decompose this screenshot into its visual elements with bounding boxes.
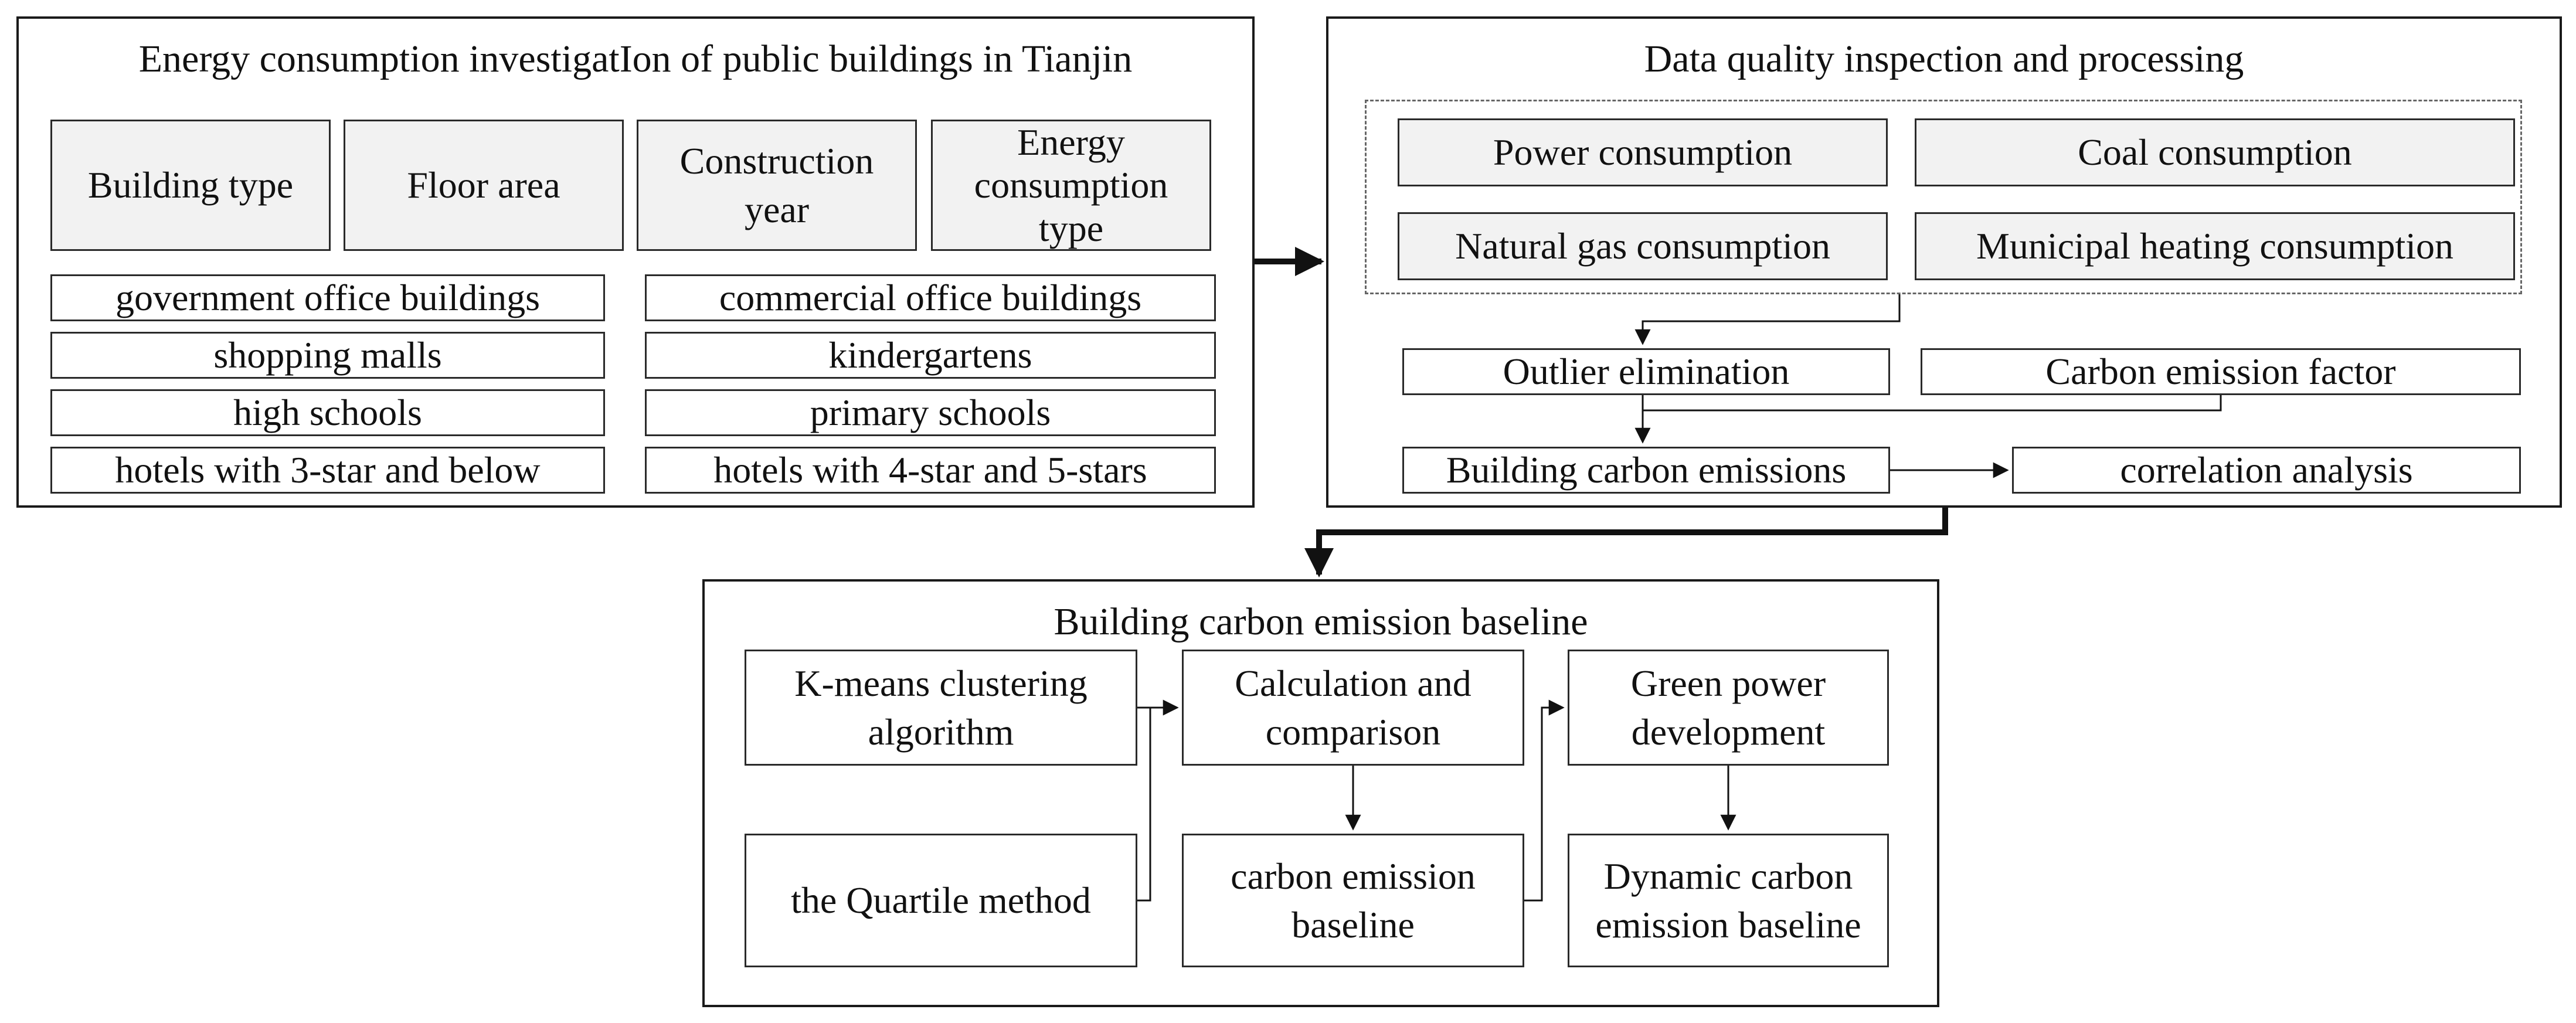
green-power-development: Green power development xyxy=(1568,650,1889,766)
correlation-analysis: correlation analysis xyxy=(2012,447,2521,494)
consumption-group xyxy=(1365,100,2522,294)
building-type-left-4: hotels with 3-star and below xyxy=(50,447,605,494)
data-quality-panel-title: Data quality inspection and processing xyxy=(1644,38,2244,80)
building-type-right-4: hotels with 4-star and 5-stars xyxy=(645,447,1216,494)
building-type-left-3: high schools xyxy=(50,389,605,436)
building-type-right-3: primary schools xyxy=(645,389,1216,436)
coal-consumption: Coal consumption xyxy=(1915,118,2515,186)
dynamic-carbon-emission-baseline: Dynamic carbon emission baseline xyxy=(1568,834,1889,967)
quartile-method: the Quartile method xyxy=(745,834,1137,967)
building-type-left-2: shopping malls xyxy=(50,332,605,379)
header-building-type: Building type xyxy=(50,120,331,251)
power-consumption: Power consumption xyxy=(1398,118,1888,186)
building-type-right-2: kindergartens xyxy=(645,332,1216,379)
kmeans-clustering: K-means clustering algorithm xyxy=(745,650,1137,766)
carbon-emission-factor: Carbon emission factor xyxy=(1921,348,2521,395)
building-type-left-1: government office buildings xyxy=(50,274,605,321)
investigation-panel-title: Energy consumption investigatIon of publ… xyxy=(138,38,1133,80)
outlier-elimination: Outlier elimination xyxy=(1402,348,1890,395)
building-type-right-1: commercial office buildings xyxy=(645,274,1216,321)
carbon-emission-baseline: carbon emission baseline xyxy=(1182,834,1524,967)
header-floor-area: Floor area xyxy=(344,120,624,251)
natural-gas-consumption: Natural gas consumption xyxy=(1398,212,1888,280)
calculation-and-comparison: Calculation and comparison xyxy=(1182,650,1524,766)
arrow-panel2-to-panel3 xyxy=(1304,508,1948,577)
building-carbon-emissions: Building carbon emissions xyxy=(1402,447,1890,494)
municipal-heating-consumption: Municipal heating consumption xyxy=(1915,212,2515,280)
baseline-panel-title: Building carbon emission baseline xyxy=(1053,600,1588,643)
header-energy-consumption-type: Energy consumption type xyxy=(931,120,1211,251)
header-construction-year: Construction year xyxy=(637,120,917,251)
